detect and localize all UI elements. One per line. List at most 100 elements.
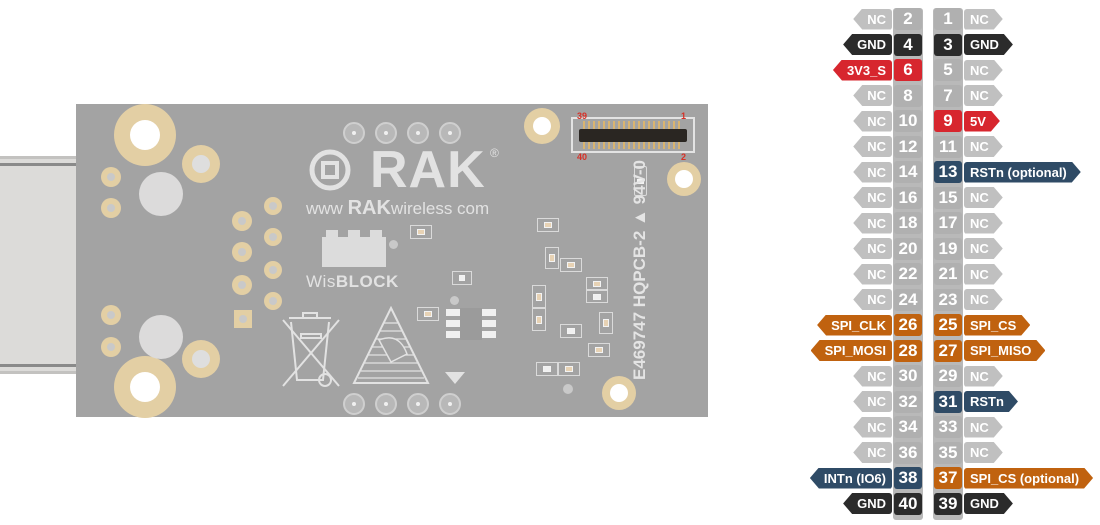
rak-logo-icon (309, 149, 351, 191)
pad (182, 340, 220, 378)
pin-number: 38 (894, 467, 922, 489)
via (439, 122, 461, 144)
pin-label: GND (964, 493, 1013, 514)
fiducial (450, 296, 459, 305)
smd-component (560, 324, 582, 338)
mounting-hole-right (667, 162, 701, 196)
square-pad (234, 310, 252, 328)
pad (264, 292, 282, 310)
mounting-hole-bottom-right (602, 376, 636, 410)
pin-label: NC (964, 9, 1003, 30)
pin-label: NC (964, 366, 1003, 387)
pin-number: 11 (934, 135, 962, 158)
url-prefix: www (306, 199, 343, 218)
pin-label: SPI_MISO (964, 340, 1045, 361)
smd-capacitor (532, 308, 546, 331)
pin-number: 28 (894, 339, 922, 362)
smd-capacitor (588, 343, 610, 357)
pin-label: NC (853, 8, 892, 30)
connector-body (579, 129, 687, 142)
pin-number: 16 (894, 186, 922, 209)
pad (264, 197, 282, 215)
rak-logo-text: RAK (370, 141, 486, 199)
pin-label: NC (853, 136, 892, 157)
pad (101, 337, 121, 357)
pin-label: RSTn (964, 391, 1018, 412)
mounting-hole-top-right (524, 108, 560, 144)
pin-number: 19 (934, 237, 962, 260)
pin-number: 8 (894, 84, 922, 107)
pad (232, 275, 252, 295)
pin-number: 25 (934, 314, 962, 336)
wisblock-logo-icon (322, 230, 386, 267)
pad (101, 198, 121, 218)
smd-component (452, 271, 472, 285)
pin-label: 3V3_S (832, 59, 892, 81)
url-brand: RAK (347, 197, 391, 219)
pin-label: NC (853, 416, 892, 438)
pin-label: RSTn (optional) (964, 162, 1081, 183)
url-suffix: wireless com (390, 199, 490, 218)
via (439, 393, 461, 415)
mounting-hole-top-left (114, 104, 176, 166)
pin-label: NC (853, 212, 892, 234)
pin-label: NC (853, 365, 892, 387)
pad (264, 261, 282, 279)
pin-number: 12 (894, 135, 922, 158)
board-to-board-connector (571, 117, 695, 153)
smd-component (586, 290, 608, 303)
hole (139, 172, 183, 216)
pin-number: 34 (894, 416, 922, 438)
via (407, 122, 429, 144)
smd-component (634, 166, 647, 196)
pin-number: 36 (894, 441, 922, 464)
via (375, 393, 397, 415)
pin-number: 1 (934, 8, 962, 30)
pin-label: INTn (IO6) (809, 467, 892, 489)
pcb (76, 104, 708, 417)
pin1-triangle-marker-icon (445, 372, 465, 384)
connector-label-1: 1 (681, 111, 687, 121)
pin-number: 20 (894, 237, 922, 260)
fiducial (563, 384, 573, 394)
pin-label: NC (964, 238, 1003, 259)
pin-label: 5V (964, 111, 1000, 132)
pin-number: 13 (934, 161, 962, 183)
usb-connector (0, 156, 80, 374)
pin-label: NC (964, 60, 1003, 81)
pin-label: NC (964, 442, 1003, 463)
pin-number: 37 (934, 467, 962, 489)
weee-recycle-bin-icon (282, 312, 340, 387)
smd-component (536, 362, 558, 376)
mounting-hole-bottom-left (114, 356, 176, 418)
pad (232, 242, 252, 262)
via (375, 122, 397, 144)
pad (182, 145, 220, 183)
smd-capacitor (599, 312, 613, 334)
pin-label: NC (853, 161, 892, 183)
pin-number: 3 (934, 33, 962, 56)
pin-label: NC (964, 213, 1003, 234)
pin-label: NC (853, 263, 892, 285)
pad (232, 211, 252, 231)
pin-number: 30 (894, 365, 922, 387)
pin-number: 22 (894, 263, 922, 285)
via (407, 393, 429, 415)
pin-number: 27 (934, 339, 962, 362)
